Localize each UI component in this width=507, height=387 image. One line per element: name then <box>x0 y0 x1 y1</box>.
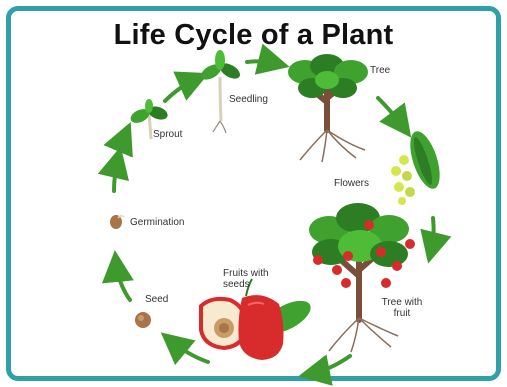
label-tree-with-fruit-line1: Tree with <box>373 297 431 308</box>
arrow-seed-to-germination <box>116 262 130 300</box>
tree-illustration <box>288 54 368 162</box>
arrow-germination-to-sprout-lower <box>114 158 118 191</box>
seedling-illustration <box>198 50 242 133</box>
flowers-illustration <box>391 128 446 205</box>
germination-illustration <box>110 215 124 229</box>
arrow-tree-to-flowers <box>378 98 404 128</box>
fruits-with-seeds-illustration <box>199 279 316 360</box>
seed-illustration <box>135 312 151 328</box>
label-fruits-with-seeds-line1: Fruits with <box>223 268 269 279</box>
arrow-flowers-to-tree-with-fruit <box>431 218 434 252</box>
arrow-sprout-to-seedling <box>165 78 198 101</box>
arrow-fruit-to-seed <box>170 340 208 362</box>
label-tree-with-fruit-line2: fruit <box>373 308 431 319</box>
label-fruits-with-seeds-line2: seeds <box>223 279 250 290</box>
label-seedling: Seedling <box>229 94 268 105</box>
label-germination: Germination <box>130 217 184 228</box>
label-seed: Seed <box>145 294 168 305</box>
tree-with-fruit-illustration <box>309 203 415 352</box>
label-flowers: Flowers <box>334 178 369 189</box>
arrow-seedling-to-tree <box>247 61 278 64</box>
arrow-germination-to-sprout-upper <box>122 133 126 147</box>
arrow-tree-with-fruit-to-seed <box>310 356 350 374</box>
label-tree: Tree <box>370 65 390 76</box>
label-sprout: Sprout <box>153 129 182 140</box>
